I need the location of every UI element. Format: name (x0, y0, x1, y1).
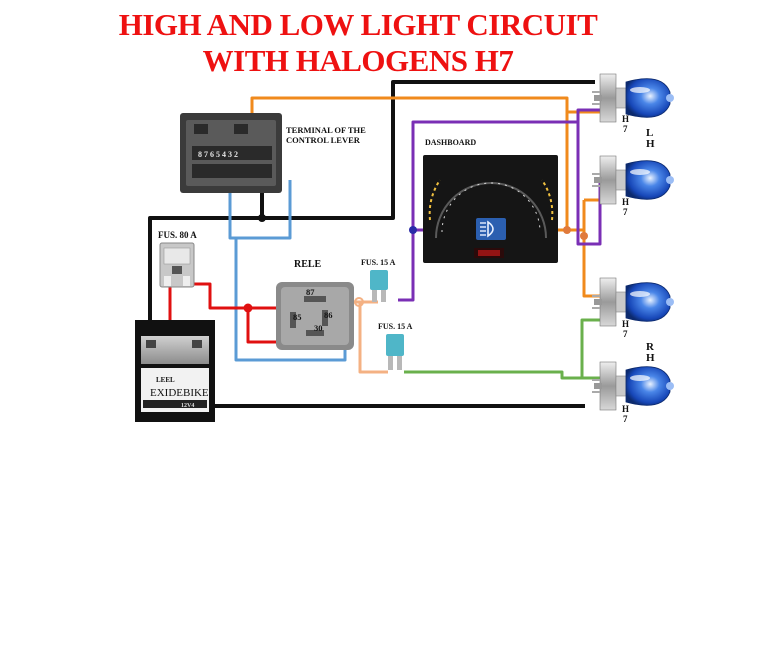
side-label-right-h: H (646, 352, 655, 364)
relay-pin-86: 86 (324, 310, 333, 320)
headlight-bulb-rh-1 (591, 277, 675, 327)
diagram-title-line2: WITH HALOGENS H7 (202, 43, 514, 78)
bulb-type-h: H (622, 197, 629, 207)
fuse-icon (370, 270, 388, 290)
battery-icon (135, 320, 215, 422)
bulb-type-h: H (622, 114, 629, 124)
wire-red-fuse-relay (190, 282, 300, 310)
fuse-main-80a (159, 242, 195, 288)
dashboard-cluster (423, 155, 558, 263)
battery-model: LEEL (156, 376, 175, 384)
junction-dot (258, 214, 266, 222)
relay-icon (276, 282, 354, 350)
headlight-bulb-icon (591, 155, 675, 205)
junction-dot (354, 297, 364, 307)
headlight-bulb-lh-1 (591, 73, 675, 123)
side-label-left-h: H (646, 138, 655, 150)
bulb-type-h: H (622, 404, 629, 414)
control-lever-label-line1: TERMINAL OF THE (286, 125, 366, 135)
bulb-type-7: 7 (623, 414, 628, 424)
relay-pin-30: 30 (314, 323, 323, 333)
wire-salmon-fuse-lower (358, 302, 388, 374)
fuse-lower-label: FUS. 15 A (378, 322, 413, 331)
wire-orange-bulb2 (582, 200, 600, 298)
fuse-lower-15a (386, 334, 404, 370)
bulb-type-7: 7 (623, 207, 628, 217)
fuse-upper-15a (370, 270, 388, 302)
fuse-icon (386, 334, 404, 356)
diagram-title-line1: HIGH AND LOW LIGHT CIRCUIT (118, 7, 598, 42)
high-beam-icon (480, 220, 494, 238)
headlight-bulb-rh-2 (591, 361, 675, 411)
side-label-left-l: L (646, 127, 653, 139)
junction-dot (563, 226, 571, 234)
connector-pin-numbers: 8 7 6 5 4 3 2 (198, 150, 238, 159)
relay-label: RELE (294, 259, 322, 270)
relay-pin-85: 85 (293, 312, 302, 322)
battery-brand: EXIDEBIKE (150, 387, 209, 399)
bulb-type-7: 7 (623, 124, 628, 134)
junction-dot (243, 303, 253, 313)
fuse-main-label: FUS. 80 A (158, 230, 197, 240)
headlight-bulb-icon (591, 73, 675, 123)
control-lever-connector: 8 7 6 5 4 3 2 (180, 113, 282, 193)
dashboard-label: DASHBOARD (425, 138, 476, 147)
fuse-upper-label: FUS. 15 A (361, 258, 396, 267)
headlight-bulb-icon (591, 361, 675, 411)
battery-voltage: 12V4 (181, 403, 194, 409)
junction-dot (580, 232, 588, 240)
control-lever-label-line2: CONTROL LEVER (286, 135, 361, 145)
wire-purple-bulb2 (576, 122, 602, 246)
relay-pin-87: 87 (306, 287, 315, 297)
bulb-type-7: 7 (623, 329, 628, 339)
bulb-type-h: H (622, 319, 629, 329)
headlight-bulb-icon (591, 277, 675, 327)
wire-purple (398, 108, 600, 302)
wire-green (404, 318, 600, 380)
junction-dot (409, 226, 417, 234)
wire-blue-loop (228, 172, 292, 240)
headlight-bulb-lh-2 (591, 155, 675, 205)
wire-black-ground-top (148, 80, 595, 340)
side-label-right-r: R (646, 341, 655, 353)
